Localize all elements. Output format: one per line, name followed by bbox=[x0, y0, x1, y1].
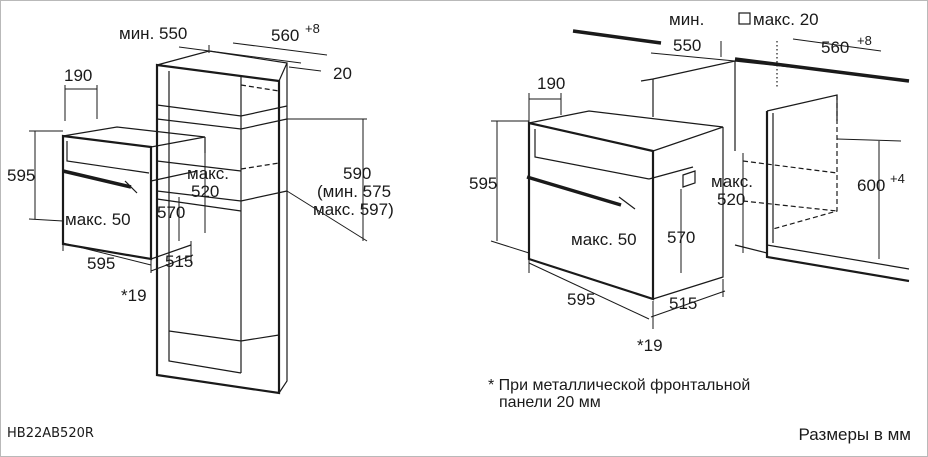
label-595-height: 595 bbox=[469, 174, 497, 193]
label-515: 515 bbox=[165, 252, 193, 271]
label-595-width: 595 bbox=[567, 290, 595, 309]
label-max-520-line1: макс. bbox=[187, 164, 229, 183]
square-icon bbox=[738, 12, 751, 25]
footnote-line1: * При металлической фронтальной bbox=[488, 377, 751, 394]
footnote: * При металлической фронтальной панели 2… bbox=[488, 377, 868, 411]
label-570: 570 bbox=[667, 228, 695, 247]
label-max-50: макс. 50 bbox=[571, 230, 637, 249]
left-cabinet bbox=[155, 50, 288, 395]
right-labels: мин. 550 макс. 20 560 +8 190 595 макс. 5… bbox=[469, 10, 905, 355]
label-595-height: 595 bbox=[7, 166, 35, 185]
label-560: 560 bbox=[271, 26, 299, 45]
label-min: мин. bbox=[669, 10, 704, 29]
label-515: 515 bbox=[669, 294, 697, 313]
label-max-520-line1: макс. bbox=[711, 172, 753, 191]
label-595-width: 595 bbox=[87, 254, 115, 273]
left-dimension-lines bbox=[28, 42, 368, 273]
right-dimension-lines bbox=[490, 38, 902, 329]
label-19: *19 bbox=[121, 286, 147, 305]
label-560: 560 bbox=[821, 38, 849, 57]
label-19: *19 bbox=[637, 336, 663, 355]
label-590-min: (мин. 575 bbox=[317, 182, 391, 201]
left-labels: мин. 550 560 +8 20 190 595 макс. 520 590… bbox=[7, 21, 394, 305]
right-cabinet bbox=[572, 29, 910, 283]
left-oven bbox=[61, 126, 206, 261]
right-oven bbox=[526, 110, 724, 301]
label-max-520-line2: 520 bbox=[191, 182, 219, 201]
label-600-tolerance: +4 bbox=[890, 171, 905, 186]
label-20: 20 bbox=[333, 64, 352, 83]
model-number: HB22AB520R bbox=[7, 426, 94, 441]
label-max-520-line2: 520 bbox=[717, 190, 745, 209]
label-590-max: макс. 597) bbox=[313, 200, 394, 219]
label-190: 190 bbox=[537, 74, 565, 93]
label-600: 600 bbox=[857, 176, 885, 195]
label-max-50: макс. 50 bbox=[65, 210, 131, 229]
label-560-tolerance: +8 bbox=[305, 21, 320, 36]
label-190: 190 bbox=[64, 66, 92, 85]
label-560-tolerance: +8 bbox=[857, 33, 872, 48]
label-590: 590 bbox=[343, 164, 371, 183]
label-max-20: макс. 20 bbox=[753, 10, 819, 29]
label-min-550: 550 bbox=[673, 36, 701, 55]
label-min-550: мин. 550 bbox=[119, 24, 187, 43]
units-note: Размеры в мм bbox=[798, 425, 911, 444]
label-570: 570 bbox=[157, 203, 185, 222]
footnote-line2: панели 20 мм bbox=[499, 394, 601, 411]
